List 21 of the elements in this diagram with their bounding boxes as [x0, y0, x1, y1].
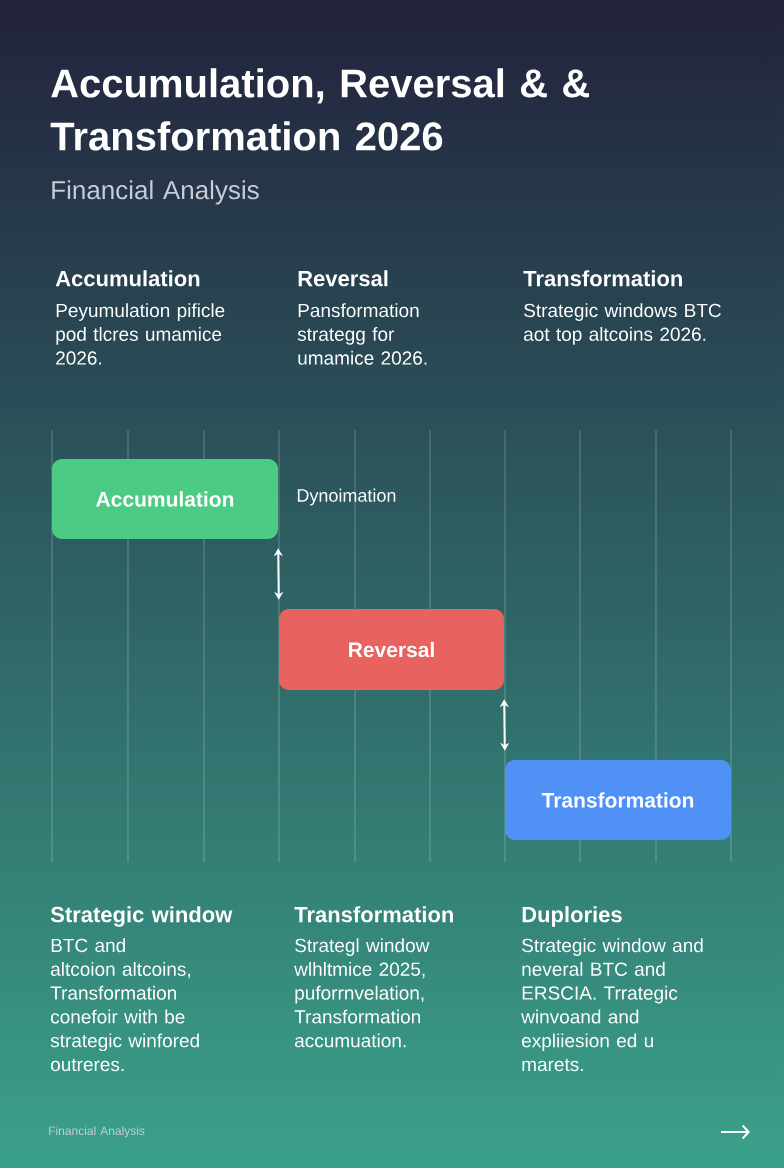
subtitle: Financial Analysis — [52, 180, 259, 205]
footer-text: Financial Analysis — [49, 1126, 145, 1138]
column-text: Strategic windows BTC aot top altcoins 2026. — [524, 303, 721, 345]
phase-box: Accumulation — [52, 459, 278, 539]
column-heading: Transformation — [294, 906, 453, 923]
column-text: Pansformation strategg for umamice 2026. — [297, 303, 427, 365]
phase-box: Reversal — [279, 609, 504, 690]
column-text: Peyumulation pificle pod tlcres umamice 2026. — [56, 303, 225, 365]
phase-box: Transformation — [505, 760, 731, 840]
arrow — [499, 699, 510, 751]
column-heading: Strategic window — [50, 906, 233, 927]
column-heading: Duplories — [522, 906, 622, 927]
column-text: BTC and altcoion altcoins, Transformation conefoir with be strategic winfored outreres. — [50, 938, 199, 1072]
column-heading: Accumulation — [55, 270, 200, 287]
column-text: Strategic window and neveral BTC and ERSCIA. Trrategic winvoand and expliiesion ed u marets. — [521, 938, 703, 1072]
column-text: Strategl window wlhltmice 2025, puforrnvelation, Transformation accumuation. — [294, 938, 430, 1048]
column-heading: Transformation — [523, 270, 682, 287]
arrow — [273, 548, 284, 600]
title: Accumulation, Reversal & & Transformation 2026 — [50, 68, 589, 151]
side-label: Dynoimation — [297, 488, 396, 506]
column-heading: Reversal — [298, 270, 388, 287]
